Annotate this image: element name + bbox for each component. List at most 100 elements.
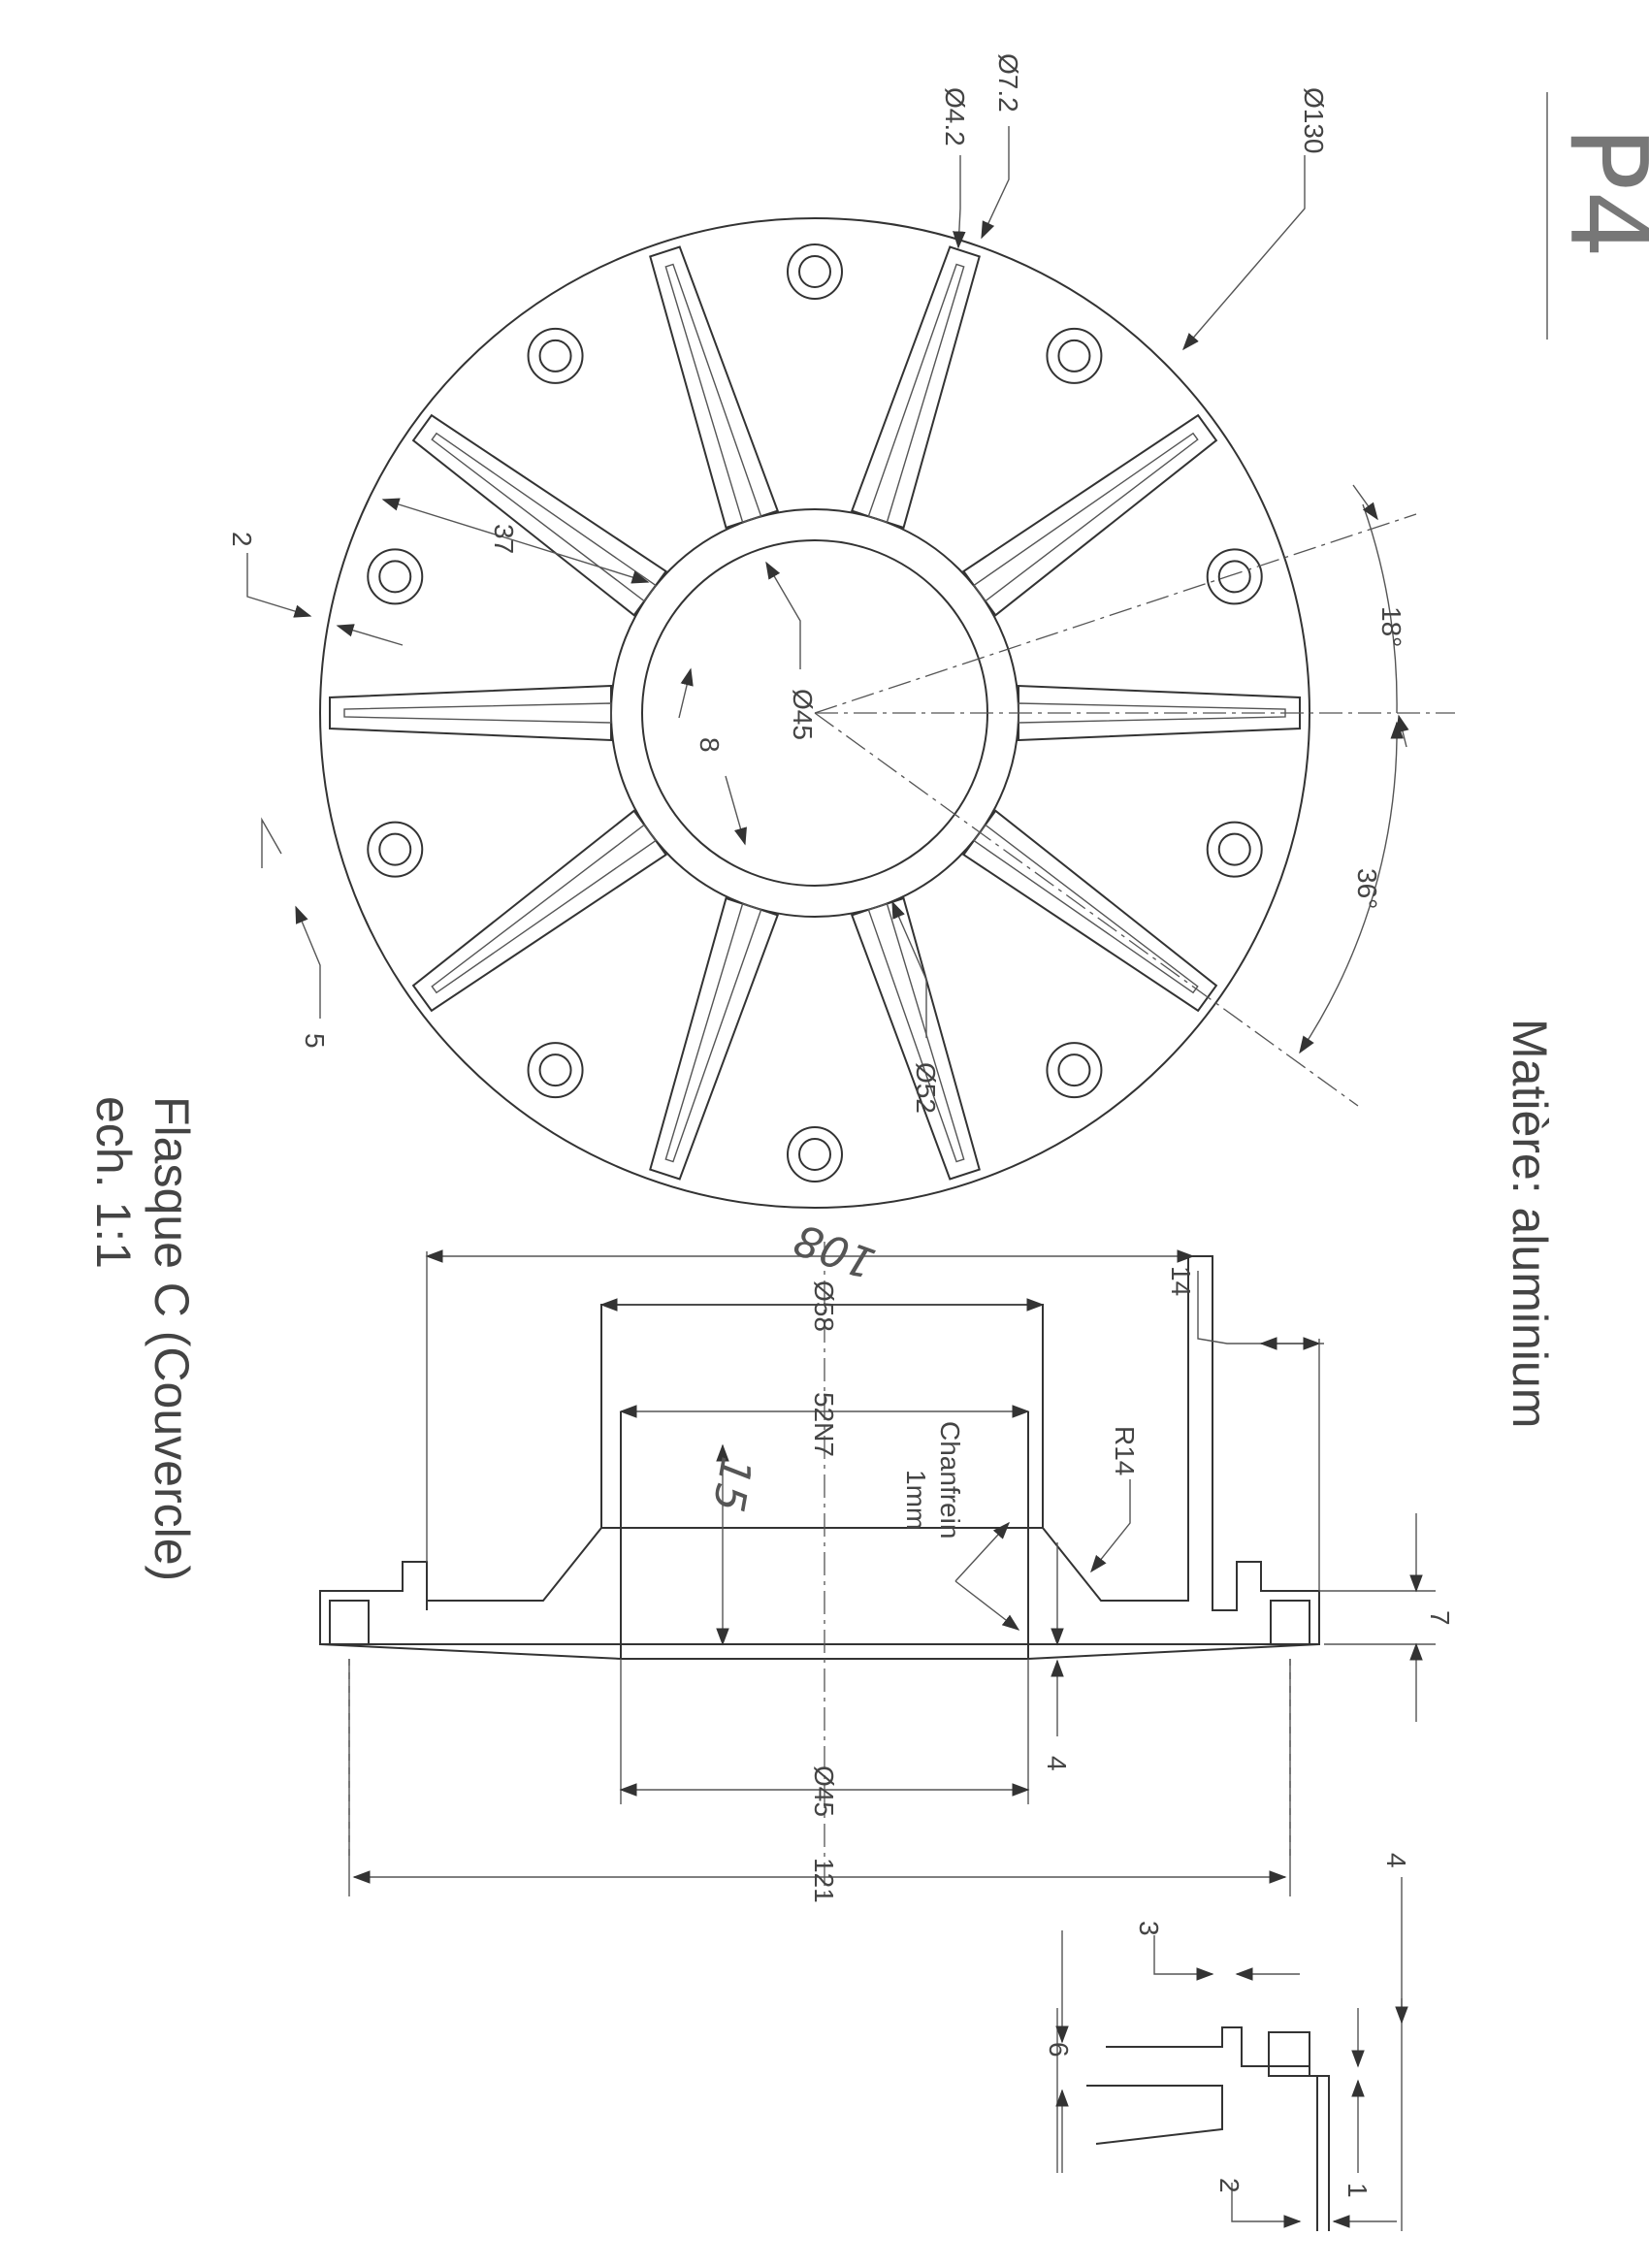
hole-inner-circle (538, 1053, 572, 1087)
bolt-hole (1206, 548, 1263, 605)
rib-gap-arrow-b (725, 775, 747, 846)
counterbore-left (329, 1600, 370, 1645)
dia-130-label: Ø130 (1299, 87, 1329, 154)
detail-counterbore (1268, 2031, 1310, 2077)
step-leader (1197, 1271, 1324, 1345)
dim-121-label: 121 (809, 1858, 839, 1903)
rib-crest (431, 824, 657, 994)
counterbore-right (1270, 1600, 1310, 1645)
step-label: 14 (1166, 1266, 1196, 1296)
rib-width-top-arrow (336, 624, 404, 646)
rib-width-top-leader (246, 553, 312, 618)
bolt-hole (367, 548, 424, 605)
hole-inner-circle (378, 832, 412, 866)
material-label: Matière: aluminium (1503, 1019, 1557, 1428)
rib-outline (850, 245, 981, 530)
chamfer-leader-a (954, 1521, 1011, 1582)
dia-4-2-label: Ø4.2 (940, 87, 970, 146)
detail-3-label: 3 (1134, 1921, 1164, 1936)
hole-inner-circle (538, 339, 572, 373)
angle-18-arrow-a (1352, 484, 1378, 521)
dia-4-2-leader (953, 155, 966, 249)
scale-label: ech. 1:1 (86, 1096, 141, 1269)
angle-36-label: 36° (1352, 868, 1382, 909)
hole-outer-circle (367, 548, 424, 605)
chamfer-leader-b (954, 1580, 1020, 1631)
dim-15-label: 15 (702, 1453, 760, 1515)
hole-inner-circle (1057, 339, 1091, 373)
hole-outer-circle (787, 1126, 843, 1183)
base-plate-curve (319, 1643, 1320, 1660)
hole-outer-circle (527, 1042, 584, 1099)
side-view: 108 Ø58 52N7 15 Chanfrein 1mm R14 14 7 4 (319, 1214, 1455, 1903)
hole-inner-circle (378, 560, 412, 594)
dim-52n7-label: 52N7 (809, 1392, 839, 1457)
rib-length-label: 37 (489, 524, 519, 554)
hole-outer-circle (1046, 1042, 1103, 1099)
detail-6-label: 6 (1044, 2042, 1074, 2057)
rib (962, 809, 1218, 1013)
bolt-hole (1046, 1042, 1103, 1099)
rib-crest (973, 824, 1199, 994)
hole-outer-circle (367, 821, 424, 878)
hole-outer-circle (1206, 821, 1263, 878)
rib-crest (343, 702, 612, 724)
rib-crest (1018, 702, 1286, 724)
rib (411, 413, 667, 617)
dia-130-leader (1182, 155, 1306, 351)
part-name-label: Flasque C (Couvercle) (145, 1096, 199, 1581)
rib-outline (962, 413, 1218, 617)
detail-profile (1106, 2026, 1330, 2231)
chamfer-label: Chanfrein (935, 1421, 965, 1539)
detail-2-label: 2 (1214, 2178, 1245, 2193)
rib-width-top-label: 2 (227, 532, 257, 547)
rib-group (329, 245, 1301, 1181)
detail-3-leader (1153, 1935, 1214, 1981)
dia-45-label: Ø45 (788, 689, 818, 740)
rib-width-bottom-leader-a (261, 817, 282, 868)
dia-45-leader (765, 561, 801, 669)
rib-outline (649, 245, 780, 530)
dim-7-label: 7 (1425, 1610, 1455, 1626)
hole-outer-circle (1046, 327, 1103, 384)
hole-inner-circle (798, 255, 831, 288)
dim-4-label: 4 (1042, 1756, 1072, 1771)
rib-outline (850, 896, 981, 1181)
hole-inner-circle (798, 1138, 831, 1171)
bolt-hole (527, 327, 584, 384)
dia-7-2-leader (981, 126, 1010, 240)
angle-18-label: 18° (1376, 606, 1406, 647)
hole-outer-circle (1206, 548, 1263, 605)
dim-108-label: 108 (788, 1214, 881, 1288)
dia-52-label: Ø52 (911, 1062, 941, 1114)
detail-1-label: 1 (1342, 2183, 1373, 2198)
bolt-hole (527, 1042, 584, 1099)
rib-outline (649, 896, 780, 1181)
rib-gap-label: 8 (695, 737, 725, 753)
bolt-hole (367, 821, 424, 878)
rib-outline (962, 809, 1218, 1013)
detail-view: 4 3 6 1 2 (1044, 1853, 1411, 2231)
rib-crest (664, 902, 762, 1163)
hole-inner-circle (1217, 832, 1251, 866)
rib (962, 413, 1218, 617)
angle-arc-36 (1299, 721, 1404, 1054)
rib (411, 809, 667, 1013)
angle-arc-18 (1362, 503, 1398, 714)
fillet-label: R14 (1110, 1426, 1140, 1475)
dim-58-label: Ø58 (809, 1280, 839, 1332)
rib-gap-arrow-a (678, 667, 694, 719)
bolt-hole (1046, 327, 1103, 384)
rib (329, 684, 612, 742)
hole-inner-circle (1217, 560, 1251, 594)
rib-crest (867, 263, 965, 524)
rib (649, 896, 780, 1181)
top-view: 18° 36° Ø130 Ø7.2 Ø4.2 Ø45 Ø52 37 2 5 8 (227, 53, 1455, 1209)
rib (850, 245, 981, 530)
sheet-tag-text: P4 (1546, 126, 1649, 258)
rib-outline (329, 684, 612, 742)
sheet-tag: P4 (1546, 92, 1649, 340)
rib-crest (664, 263, 762, 524)
rib (649, 245, 780, 530)
rib-crest (431, 432, 657, 602)
